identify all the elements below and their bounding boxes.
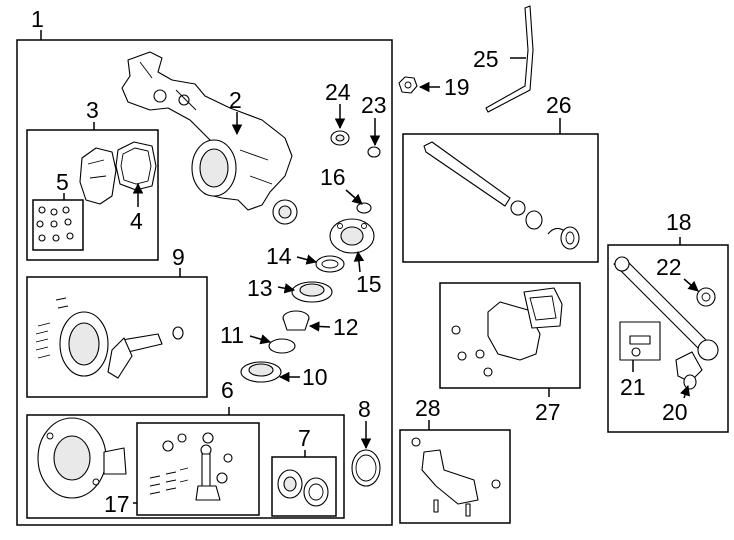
outer-bearing	[291, 281, 333, 303]
pinion-flange	[329, 218, 375, 254]
callout-25: 25	[473, 46, 499, 72]
axle-housing	[121, 51, 298, 225]
callout-3: 3	[86, 97, 99, 123]
callout-17: 17	[104, 491, 130, 517]
callout-14: 14	[266, 243, 292, 269]
callout-24: 24	[325, 79, 351, 105]
fastener-kit-frame	[32, 199, 84, 251]
ring-pinion-frame	[26, 276, 208, 398]
pinion-bearing	[240, 361, 282, 383]
callout-2: 2	[229, 87, 242, 113]
cv-shaft	[613, 256, 719, 361]
stub-shaft	[675, 351, 703, 390]
differential-case	[37, 417, 127, 499]
callout-28: 28	[415, 395, 441, 421]
callout-21: 21	[620, 374, 646, 400]
carrier-bearing	[277, 469, 329, 507]
callout-1: 1	[31, 6, 44, 32]
spider-gear-kit-frame	[136, 422, 260, 516]
vent-hose	[485, 5, 534, 113]
cv-seal	[696, 287, 716, 307]
oil-slinger	[268, 338, 296, 354]
callout-27: 27	[535, 399, 561, 425]
axle-shaft-frame	[402, 133, 599, 263]
callout-16: 16	[320, 164, 346, 190]
cover-gasket	[115, 141, 157, 191]
differential-case-frame	[26, 414, 345, 519]
cover-bolts	[36, 206, 74, 242]
plug	[367, 146, 381, 158]
callout-4: 4	[130, 208, 143, 234]
callout-18: 18	[666, 209, 692, 235]
disconnect-actuator	[451, 287, 563, 377]
main-assembly-frame	[16, 39, 393, 526]
callout-19: 19	[444, 74, 470, 100]
callout-9: 9	[172, 244, 185, 270]
callout-15: 15	[356, 271, 382, 297]
callout-12: 12	[333, 314, 359, 340]
cover-kit-frame	[26, 129, 159, 261]
callout-6: 6	[221, 377, 234, 403]
differential-cover	[79, 147, 117, 205]
callout-13: 13	[247, 275, 273, 301]
callout-10: 10	[302, 364, 328, 390]
callout-26: 26	[546, 92, 572, 118]
callout-23: 23	[361, 92, 387, 118]
crush-sleeve	[282, 310, 310, 331]
cv-shaft-frame	[607, 244, 729, 433]
callout-7: 7	[298, 425, 311, 451]
breather-cap	[398, 76, 418, 94]
leader-lines	[40, 30, 699, 504]
callout-8: 8	[358, 396, 371, 422]
mounting-bracket	[411, 437, 501, 517]
callout-22: 22	[656, 254, 682, 280]
vent-tube	[330, 130, 350, 146]
u-joint	[619, 321, 661, 361]
ring-pinion-set	[35, 297, 184, 379]
actuator-frame	[439, 282, 581, 389]
spider-gears	[149, 432, 233, 501]
axle-shaft	[423, 141, 580, 250]
callout-5: 5	[56, 169, 69, 195]
callout-11: 11	[220, 322, 244, 348]
pinion-nut	[356, 202, 372, 214]
bracket-frame	[399, 429, 511, 524]
callout-20: 20	[662, 399, 688, 425]
callout-labels: 1 2 3 4 5 6 7 8 9 10 11 12 13 14 15 16 1…	[31, 6, 692, 517]
carrier-bearing-kit-frame	[271, 456, 337, 517]
pinion-seal	[315, 255, 345, 273]
o-ring	[351, 449, 381, 487]
